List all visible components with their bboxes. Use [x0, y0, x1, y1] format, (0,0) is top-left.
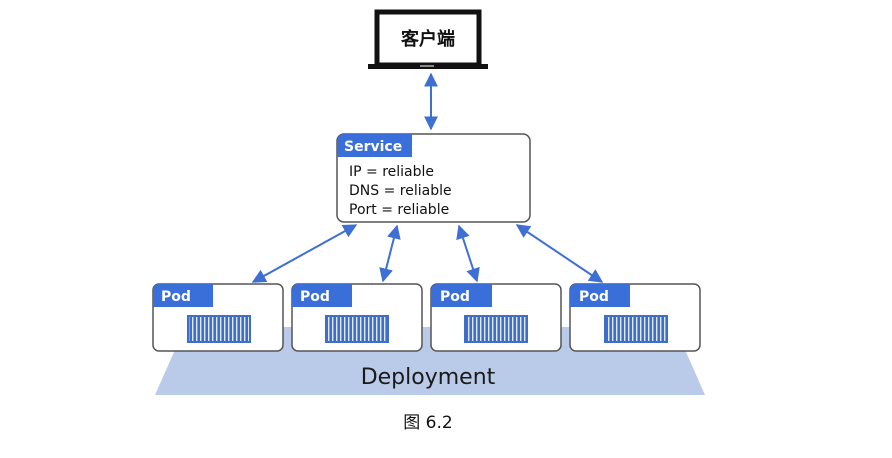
figure-caption: 图 6.2 [403, 413, 452, 433]
service-line-ip: IP = reliable [349, 164, 434, 180]
arrow-service-pod-4 [515, 224, 604, 283]
container-icon [187, 315, 251, 343]
pod-header-bg [292, 284, 352, 307]
pod-header-bg [431, 284, 492, 307]
laptop-notch [420, 65, 434, 67]
pod-header-bg [153, 284, 213, 307]
pod-4: Pod [569, 283, 701, 352]
arrow-service-pod-2 [379, 224, 401, 283]
pod-label: Pod [161, 289, 191, 305]
service-line-dns: DNS = reliable [349, 183, 452, 199]
service-header: Service [344, 139, 402, 155]
pod-label: Pod [300, 289, 330, 305]
service-box: Service IP = reliable DNS = reliable Por… [336, 133, 531, 223]
arrow-service-pod-1 [251, 224, 358, 283]
deployment-label: Deployment [361, 365, 496, 390]
client-label: 客户端 [401, 28, 455, 50]
arrow-service-pod-3 [456, 224, 480, 283]
pod-label: Pod [579, 289, 609, 305]
container-icon [464, 315, 528, 343]
client-laptop: 客户端 [368, 9, 488, 69]
container-icon [604, 315, 668, 343]
pod-3: Pod [430, 283, 562, 352]
service-line-port: Port = reliable [349, 202, 449, 218]
container-icon [325, 315, 389, 343]
pod-header-bg [570, 284, 630, 307]
pod-1: Pod [152, 283, 284, 352]
pod-2: Pod [291, 283, 423, 352]
pod-label: Pod [440, 289, 470, 305]
service-header-bg [337, 134, 412, 157]
